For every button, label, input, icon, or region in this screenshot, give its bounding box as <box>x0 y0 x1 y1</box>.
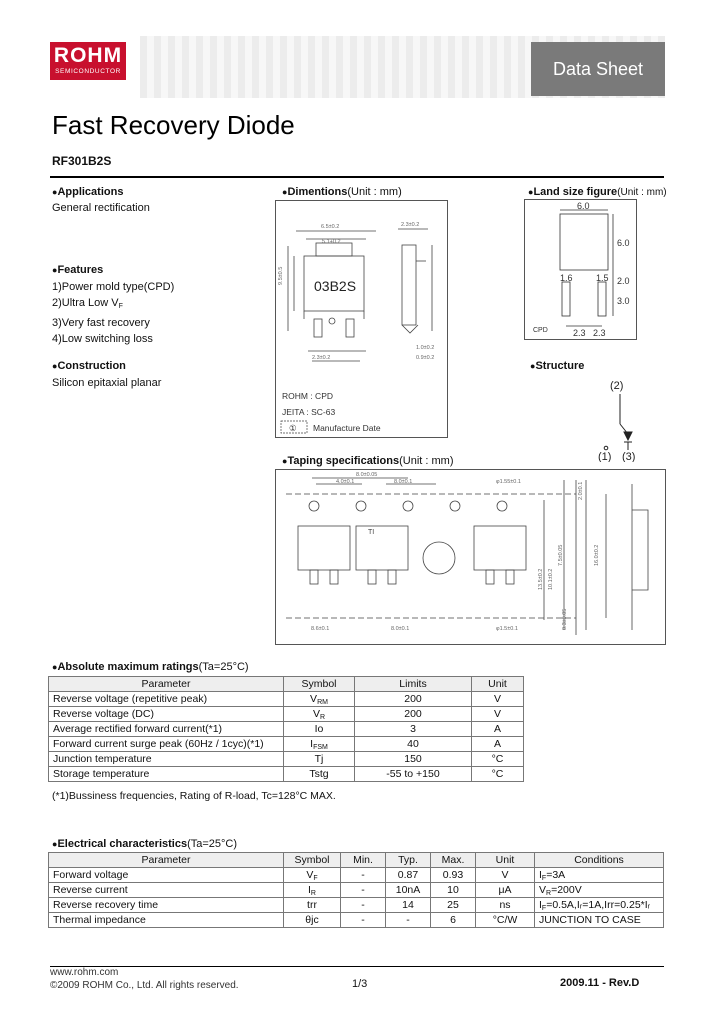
svg-text:9.5±0.5: 9.5±0.5 <box>278 267 284 285</box>
svg-text:8.6±0.1: 8.6±0.1 <box>311 626 329 632</box>
table-row: Forward current surge peak (60Hz / 1cyc)… <box>48 736 524 752</box>
svg-text:1.6: 1.6 <box>560 273 573 283</box>
svg-text:(1): (1) <box>598 451 611 462</box>
svg-text:0.3±0.05: 0.3±0.05 <box>562 609 568 630</box>
page-number: 1/3 <box>352 978 368 990</box>
bullet-icon: ● <box>530 361 536 371</box>
svg-text:8.0±0.1: 8.0±0.1 <box>394 479 412 485</box>
bullet-icon: ● <box>52 187 58 197</box>
svg-text:3.0: 3.0 <box>617 296 630 306</box>
dimension-drawing: 03B2S 6.5±0.2 5.1+0.2 9.5±0.5 2.3±0.2 2.3±… <box>275 200 448 438</box>
bullet-icon: ● <box>282 187 288 197</box>
svg-text:2.3: 2.3 <box>593 328 606 338</box>
svg-text:4.0±0.1: 4.0±0.1 <box>336 479 354 485</box>
rohm-logo: ROHM SEMICONDUCTOR <box>50 42 126 80</box>
table-row: Reverse voltage (repetitive peak) VRM 20… <box>48 691 524 707</box>
svg-text:2.3±0.2: 2.3±0.2 <box>401 222 419 228</box>
table-header-row: Parameter Symbol Min. Typ. Max. Unit Con… <box>48 852 664 868</box>
elec-table: Parameter Symbol Min. Typ. Max. Unit Con… <box>48 852 664 928</box>
svg-text:CPD: CPD <box>533 327 548 334</box>
svg-text:2.0±0.1: 2.0±0.1 <box>578 482 584 500</box>
land-pattern-drawing: 6.0 6.0 1.6 1.5 2.0 3.0 2.3 2.3 CPD <box>533 201 630 338</box>
abs-max-table: Parameter Symbol Limits Unit Reverse vol… <box>48 676 524 782</box>
svg-text:8.0±0.1: 8.0±0.1 <box>391 626 409 632</box>
table-row: Junction temperature Tj 150°C <box>48 751 524 767</box>
part-number: RF301B2S <box>52 154 112 168</box>
svg-text:2.0: 2.0 <box>617 276 630 286</box>
logo-sub: SEMICONDUCTOR <box>55 68 121 75</box>
land-size-drawing: 6.0 6.0 1.6 1.5 2.0 3.0 2.3 2.3 CPD <box>524 199 637 340</box>
rohm-package-line: ROHM : CPD <box>282 391 333 401</box>
bullet-icon: ● <box>52 662 58 672</box>
dimensions-heading: ●Dimentions(Unit : mm) <box>282 186 402 198</box>
svg-text:TI: TI <box>368 529 374 536</box>
doc-type-badge: Data Sheet <box>531 42 665 96</box>
feature-item: 1)Power mold type(CPD) <box>52 281 175 293</box>
svg-text:2.3: 2.3 <box>573 328 586 338</box>
svg-text:13.5±0.2: 13.5±0.2 <box>538 569 544 590</box>
svg-text:φ1.55±0.1: φ1.55±0.1 <box>496 479 521 485</box>
bullet-icon: ● <box>528 187 534 197</box>
applications-text: General rectification <box>52 202 150 214</box>
table-row: Average rectified forward current(*1) Io… <box>48 721 524 737</box>
date-code-symbol: ① <box>289 423 297 433</box>
taping-heading: ●Taping specifications(Unit : mm) <box>282 455 454 467</box>
table-row: Thermal impedance θjc -- 6°C/W JUNCTION … <box>48 912 664 928</box>
svg-text:6.0: 6.0 <box>617 238 630 248</box>
structure-symbol: (2) (1) (3) <box>598 376 648 463</box>
land-size-heading: ●Land size figure(Unit : mm) <box>528 186 667 198</box>
logo-main: ROHM <box>53 44 123 67</box>
features-list: 1)Power mold type(CPD) 2)Ultra Low VF 3)… <box>52 279 174 347</box>
package-outline-drawing: 03B2S 6.5±0.2 5.1+0.2 9.5±0.5 2.3±0.2 2.3±… <box>278 222 434 434</box>
svg-text:16.0±0.2: 16.0±0.2 <box>594 545 600 566</box>
svg-text:6.5±0.2: 6.5±0.2 <box>321 224 339 230</box>
elec-heading: ●Electrical characteristics(Ta=25°C) <box>52 838 238 850</box>
feature-item: 2)Ultra Low VF <box>52 297 123 310</box>
table-row: Storage temperature Tstg -55 to +150°C <box>48 766 524 782</box>
footer-copyright: ©2009 ROHM Co., Ltd. All rights reserved… <box>50 980 239 991</box>
svg-text:8.0±0.05: 8.0±0.05 <box>356 472 377 478</box>
bullet-icon: ● <box>52 361 58 371</box>
svg-text:2.3±0.2: 2.3±0.2 <box>312 355 330 361</box>
footer-rule <box>50 966 664 967</box>
abs-max-heading: ●Absolute maximum ratings(Ta=25°C) <box>52 661 249 673</box>
bullet-icon: ● <box>52 839 58 849</box>
taping-drawing: TI 8.0±0.05 4.0±0.1 8.0±0.1 φ1.55±0.1 8.… <box>275 469 666 645</box>
table-header-row: Parameter Symbol Limits Unit <box>48 676 524 692</box>
title-rule <box>50 176 664 178</box>
applications-heading: ●Applications <box>52 186 124 198</box>
revision: 2009.11 - Rev.D <box>560 977 640 989</box>
construction-heading: ●Construction <box>52 360 126 372</box>
structure-heading: ●Structure <box>530 360 585 372</box>
svg-text:1.0±0.2: 1.0±0.2 <box>416 345 434 351</box>
bullet-icon: ● <box>282 456 288 466</box>
construction-text: Silicon epitaxial planar <box>52 377 162 389</box>
jeita-package-line: JEITA : SC-63 <box>282 407 335 417</box>
diode-symbol-icon: (2) (1) (3) <box>598 380 635 463</box>
tape-reel-drawing: TI 8.0±0.05 4.0±0.1 8.0±0.1 φ1.55±0.1 8.… <box>286 472 649 635</box>
svg-text:5.1+0.2: 5.1+0.2 <box>322 239 341 245</box>
svg-text:(3): (3) <box>622 451 635 462</box>
feature-item: 3)Very fast recovery <box>52 317 150 329</box>
page-title: Fast Recovery Diode <box>52 110 295 140</box>
svg-text:φ1.5±0.1: φ1.5±0.1 <box>496 626 518 632</box>
package-marking: 03B2S <box>314 278 356 294</box>
svg-text:0.9±0.2: 0.9±0.2 <box>416 355 434 361</box>
abs-max-footnote: (*1)Bussiness frequencies, Rating of R-l… <box>52 790 336 802</box>
svg-text:10.1±0.2: 10.1±0.2 <box>548 569 554 590</box>
svg-text:1.5: 1.5 <box>596 273 609 283</box>
date-code-label: Manufacture Date <box>313 423 381 433</box>
svg-text:6.0: 6.0 <box>577 201 590 211</box>
svg-text:7.5±0.05: 7.5±0.05 <box>558 545 564 566</box>
bullet-icon: ● <box>52 265 58 275</box>
features-heading: ●Features <box>52 264 104 276</box>
feature-item: 4)Low switching loss <box>52 333 153 345</box>
footer-url[interactable]: www.rohm.com <box>50 967 119 978</box>
svg-text:(2): (2) <box>610 380 623 392</box>
